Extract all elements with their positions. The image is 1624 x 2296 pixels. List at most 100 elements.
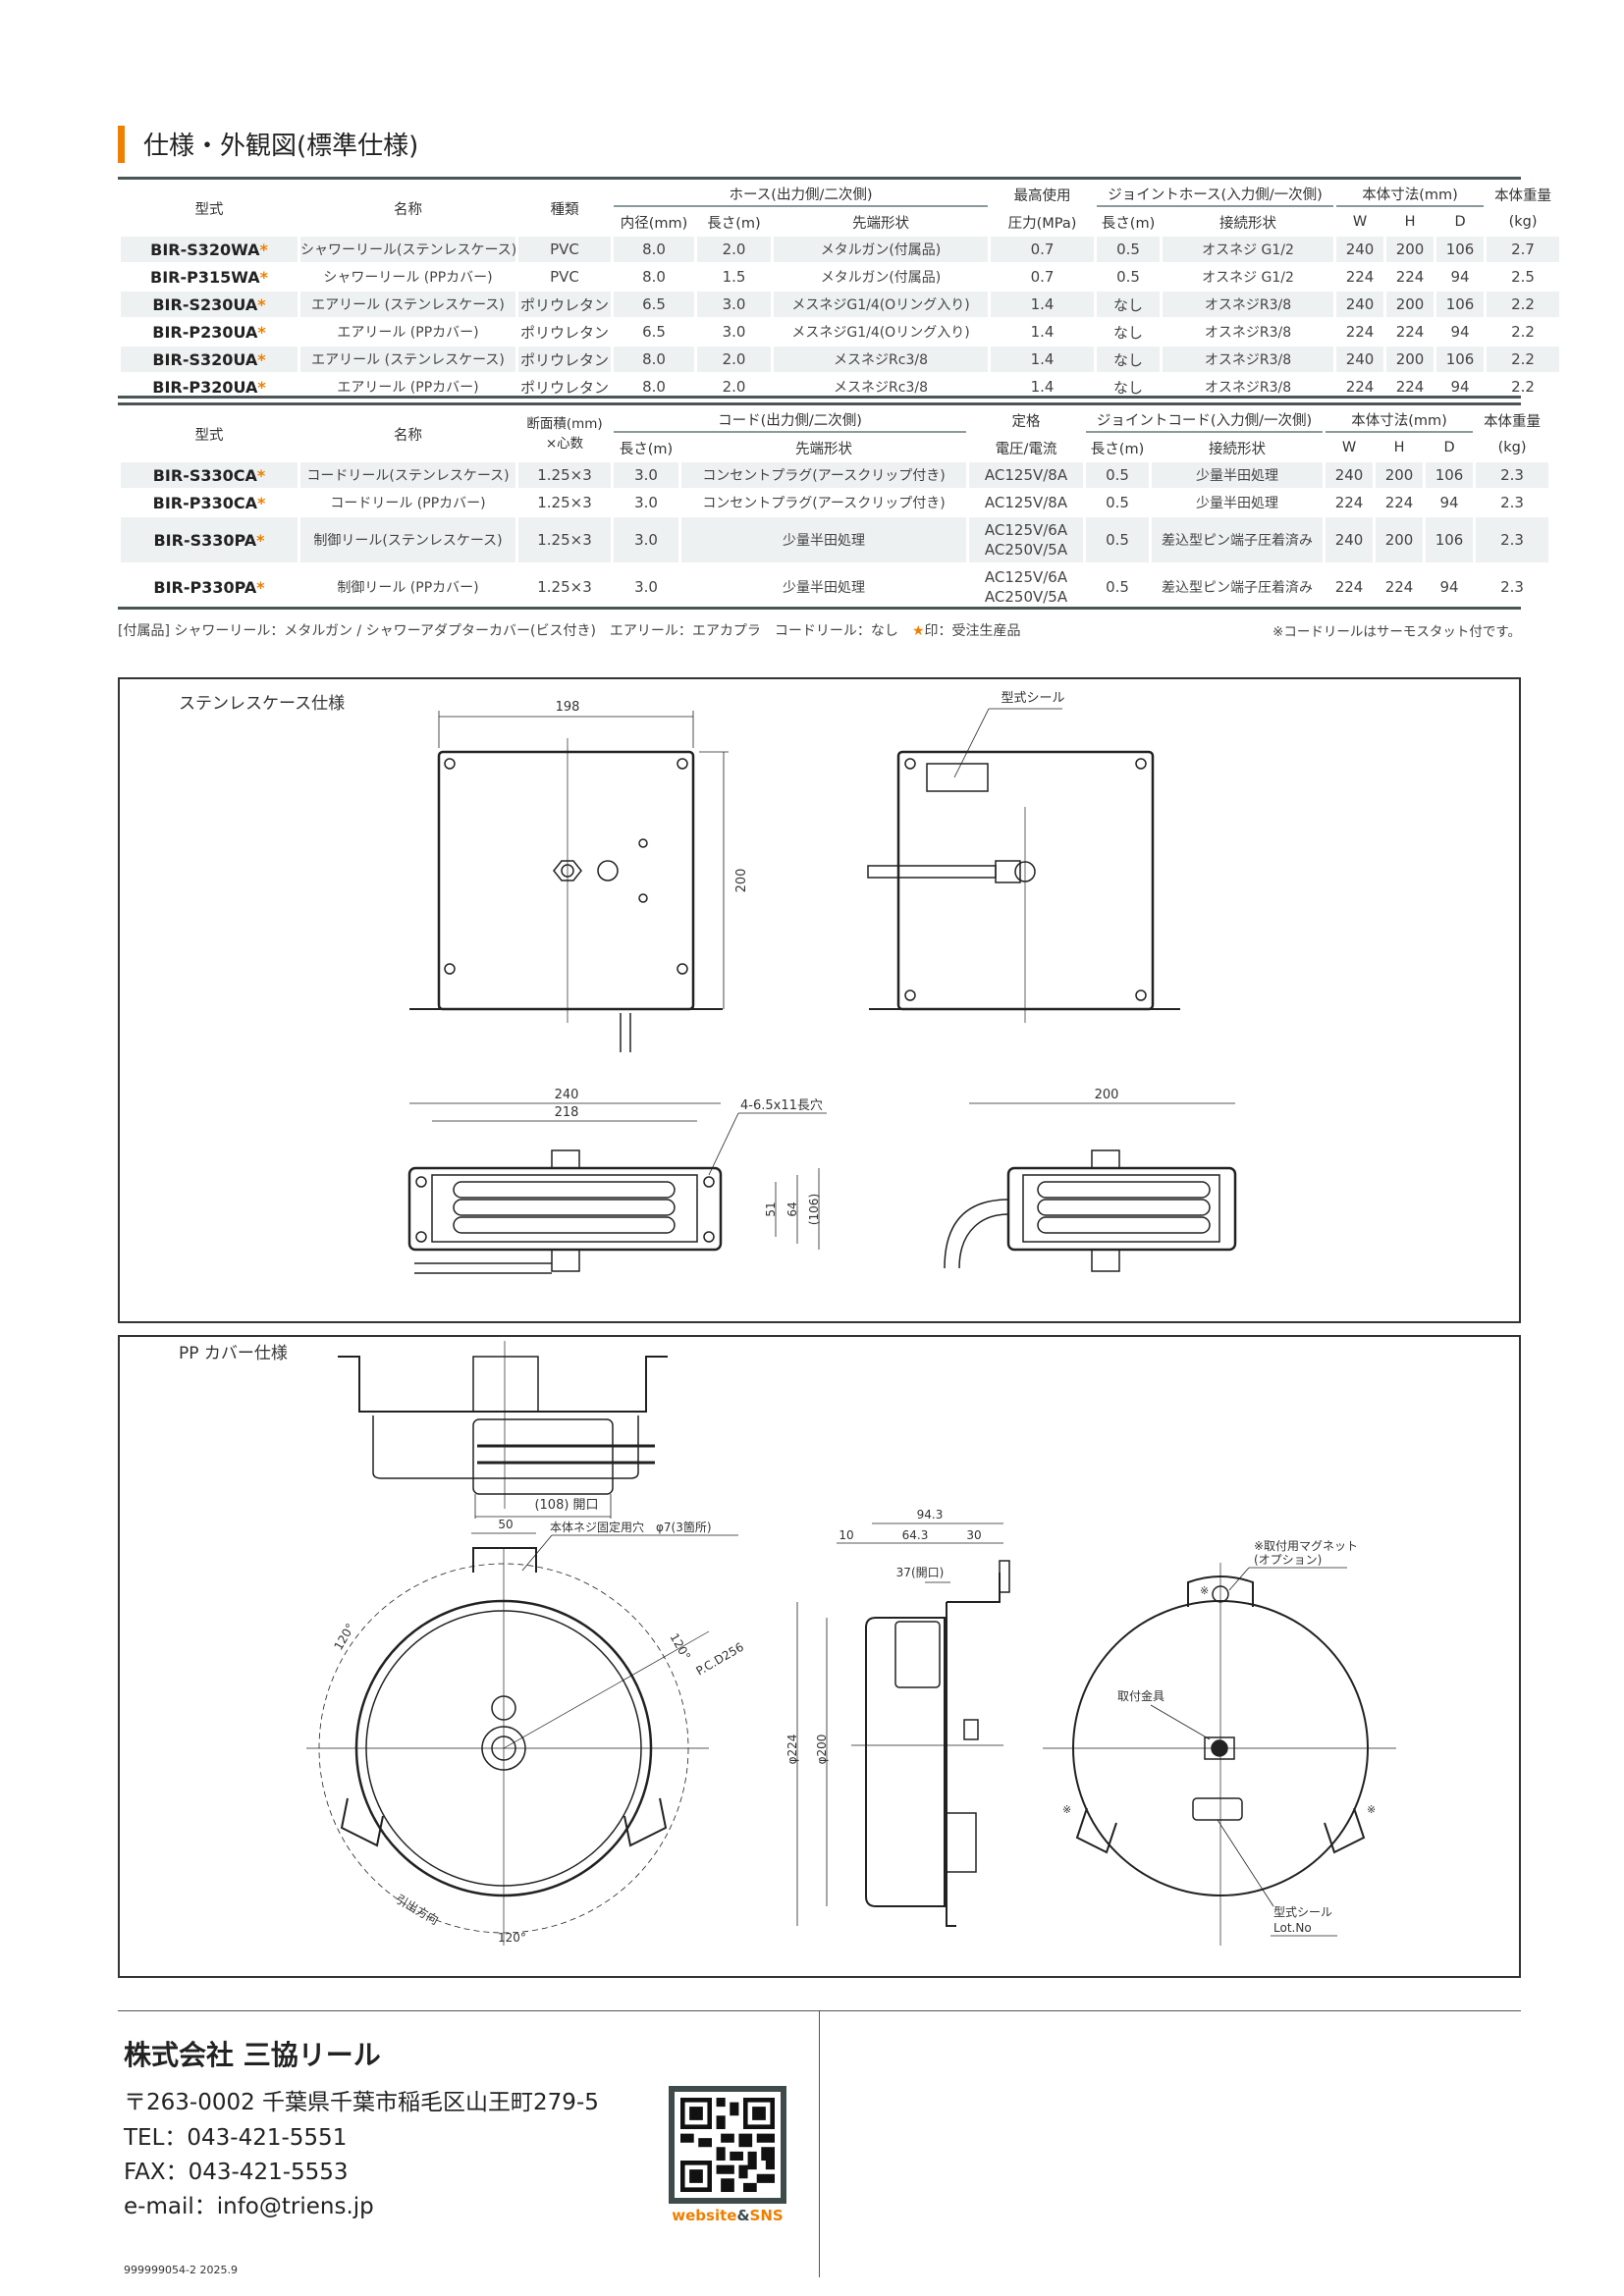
made-to-order-star-icon: * [257, 322, 266, 342]
header-tip: 先端形状 [852, 215, 909, 232]
joint-length-cell: なし [1097, 347, 1161, 372]
header-weight-bottom: (kg) [1497, 440, 1527, 455]
dim-240: 240 [555, 1088, 579, 1102]
name-cell: シャワーリール (PPカバー) [323, 270, 493, 286]
model-code: BIR-P320UA [152, 377, 258, 397]
header-joint-group: ジョイントコード(入力側/一次側) [1086, 407, 1324, 433]
h-cell: 200 [1376, 462, 1424, 488]
h-cell: 200 [1386, 347, 1435, 372]
w-cell: 240 [1326, 517, 1374, 562]
d-cell: 106 [1436, 237, 1485, 262]
joint-conn-cell: オスネジR3/8 [1163, 347, 1334, 372]
joint-length-cell: 0.5 [1086, 517, 1150, 562]
company-tel: TEL：043-421-5551 [124, 2125, 348, 2151]
label-pull-direction: 引出方向 [394, 1892, 442, 1928]
name-cell: コードリール(ステンレスケース) [300, 462, 515, 488]
accessories-text: [付属品] シャワーリール：メタルガン / シャワーアダプターカバー(ビス付き)… [118, 623, 898, 639]
dim-106: (106) [807, 1194, 821, 1225]
weight-cell: 2.2 [1511, 378, 1535, 396]
table-rule [118, 607, 1521, 610]
rating-line-1: AC125V/6A [984, 568, 1068, 586]
h-cell: 224 [1395, 323, 1425, 341]
weight-cell: 2.2 [1511, 323, 1535, 341]
weight-cell: 2.7 [1487, 237, 1560, 262]
name-cell: エアリール (PPカバー) [337, 325, 479, 341]
made-to-order-star-icon: * [257, 349, 266, 369]
tip-cell: メスネジRc3/8 [834, 380, 928, 396]
length-cell: 3.0 [634, 578, 658, 596]
h-cell: 224 [1384, 578, 1414, 596]
qr-label-website: website [672, 2207, 737, 2224]
model-cell: BIR-S330PA* [121, 517, 298, 562]
tip-cell: コンセントプラグ(アースクリップ付き) [702, 496, 946, 511]
label-magnet-option: (オプション) [1254, 1553, 1322, 1567]
angle-120-bottom: 120° [498, 1931, 526, 1945]
header-type: 種類 [550, 201, 579, 218]
qr-code[interactable] [669, 2086, 786, 2204]
pp-drawing-panel: PP カバー仕様 (108) 開口 50 本体ネジ固定用穴 φ7(3箇所) 12… [118, 1335, 1521, 1978]
model-cell: BIR-P315WA* [121, 264, 298, 290]
bottom-view-left: 240 218 4-6.5x11長穴 51 64 (106) [407, 1088, 827, 1274]
header-rating-bottom: 電圧/電流 [995, 441, 1057, 457]
mark-right: ※ [1367, 1803, 1376, 1816]
tip-cell: メタルガン(付属品) [774, 237, 989, 262]
inner-dia-cell: 6.5 [642, 323, 666, 341]
d-cell: 106 [1436, 292, 1485, 317]
model-cell: BIR-P230UA* [121, 319, 298, 345]
header-joint-conn: 接続形状 [1219, 215, 1277, 232]
inner-dia-cell: 8.0 [614, 237, 694, 262]
header-model: 型式 [194, 427, 224, 444]
qr-label: website&SNS [669, 2207, 786, 2224]
side-view: 型式シール [867, 691, 1180, 1023]
label-opening-108: (108) 開口 [534, 1498, 598, 1513]
rating-cell: AC125V/6A AC250V/5A [969, 564, 1083, 610]
w-cell: 240 [1336, 347, 1384, 372]
header-weight-bottom: (kg) [1508, 214, 1538, 230]
model-code: BIR-P330PA [153, 577, 257, 597]
header-hose-group: ホース(出力側/二次側) [614, 182, 989, 207]
side-section-view: 94.3 10 64.3 30 37(開口) φ224 φ200 [785, 1508, 1010, 1927]
cord-spec-table: 型式名称断面積(mm)×心数コード(出力側/二次側)定格ジョイントコード(入力側… [118, 405, 1551, 612]
company-email[interactable]: e-mail：info@triens.jp [124, 2194, 374, 2219]
length-cell: 3.0 [634, 494, 658, 511]
header-w: W [1352, 214, 1368, 230]
type-cell: ポリウレタン [519, 378, 609, 397]
joint-conn-cell: 差込型ピン端子圧着済み [1162, 580, 1314, 596]
joint-length-cell: 0.5 [1106, 494, 1129, 511]
header-section-bottom: ×心数 [545, 436, 584, 452]
stainless-title: ステンレスケース仕様 [179, 694, 345, 714]
d-cell: 106 [1426, 462, 1474, 488]
joint-length-cell: なし [1113, 378, 1144, 397]
tip-cell: 少量半田処理 [783, 580, 865, 596]
tip-cell: コンセントプラグ(アースクリップ付き) [681, 462, 967, 488]
model-cell: BIR-P330PA* [121, 564, 298, 610]
label-model-seal: 型式シール [1273, 1905, 1332, 1919]
type-cell: ポリウレタン [518, 347, 611, 372]
model-code: BIR-S330PA [153, 530, 257, 550]
rating-line-2: AC250V/5A [984, 588, 1068, 606]
weight-cell: 2.2 [1487, 292, 1560, 317]
company-name: 株式会社 三協リール [124, 2039, 381, 2071]
length-cell: 3.0 [722, 323, 746, 341]
inner-dia-cell: 8.0 [642, 378, 666, 396]
header-length: 長さ(m) [707, 215, 761, 232]
header-weight-top: 本体重量 [1484, 413, 1542, 430]
dim-30: 30 [966, 1528, 981, 1542]
header-h: H [1393, 440, 1405, 455]
dim-218: 218 [555, 1105, 579, 1120]
mark-left: ※ [1062, 1803, 1071, 1816]
length-cell: 2.0 [722, 378, 746, 396]
section-cell: 1.25×3 [518, 462, 611, 488]
weight-cell: 2.3 [1500, 494, 1524, 511]
h-cell: 200 [1386, 292, 1435, 317]
angle-120-right: 120° [667, 1631, 693, 1663]
made-to-order-star-icon: * [256, 577, 265, 597]
mark-top: ※ [1200, 1584, 1209, 1597]
joint-conn-cell: オスネジR3/8 [1204, 380, 1292, 396]
tip-cell: メタルガン(付属品) [820, 270, 942, 286]
